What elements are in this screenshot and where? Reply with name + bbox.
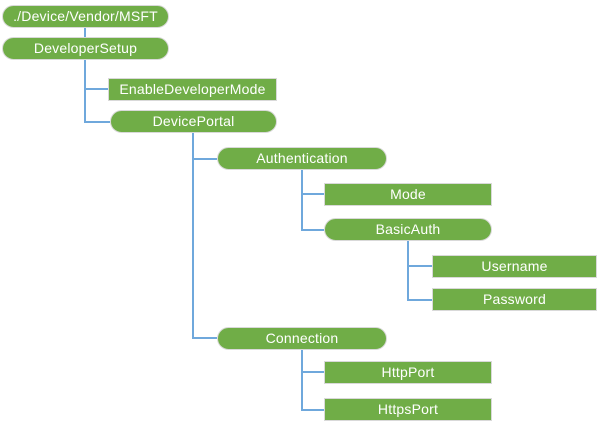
- tree-node-authentication: Authentication: [217, 147, 387, 170]
- tree-node-httpsport: HttpsPort: [324, 398, 492, 421]
- connector-segment: [407, 265, 432, 267]
- connector-segment: [301, 371, 324, 373]
- connector-segment: [192, 337, 217, 339]
- tree-node-password: Password: [432, 288, 597, 311]
- tree-node-label: Mode: [390, 186, 426, 202]
- tree-node-connection: Connection: [217, 327, 387, 350]
- connector-segment: [301, 229, 324, 231]
- tree-node-label: DevicePortal: [152, 113, 235, 129]
- tree-node-enabledevelopermode: EnableDeveloperMode: [108, 78, 277, 101]
- tree-node-label: ./Device/Vendor/MSFT: [13, 8, 158, 24]
- connector-segment: [84, 88, 108, 90]
- tree-node-label: Authentication: [256, 150, 348, 166]
- tree-node-basicauth: BasicAuth: [324, 218, 492, 241]
- connector-segment: [84, 60, 86, 123]
- connector-segment: [301, 170, 303, 231]
- tree-node-mode: Mode: [324, 183, 492, 206]
- connector-segment: [301, 193, 324, 195]
- tree-node-httpport: HttpPort: [324, 361, 492, 384]
- connector-segment: [192, 158, 217, 160]
- tree-node-label: HttpsPort: [377, 401, 439, 417]
- tree-node-label: BasicAuth: [375, 221, 441, 237]
- connector-segment: [84, 121, 110, 123]
- connector-segment: [301, 409, 324, 411]
- tree-node-username: Username: [432, 255, 597, 278]
- connector-segment: [407, 299, 432, 301]
- connector-segment: [301, 350, 303, 411]
- tree-node-label: Password: [482, 291, 547, 307]
- connector-segment: [407, 241, 409, 301]
- connector-segment: [84, 28, 86, 37]
- tree-node-label: HttpPort: [381, 364, 435, 380]
- tree-node-developersetup: DeveloperSetup: [2, 37, 169, 60]
- tree-node-label: Connection: [265, 330, 339, 346]
- tree-node-label: Username: [481, 258, 548, 274]
- tree-node-root: ./Device/Vendor/MSFT: [2, 5, 169, 28]
- tree-node-label: DeveloperSetup: [33, 40, 138, 56]
- tree-node-label: EnableDeveloperMode: [119, 81, 266, 97]
- connector-segment: [192, 133, 194, 339]
- tree-node-deviceportal: DevicePortal: [110, 110, 277, 133]
